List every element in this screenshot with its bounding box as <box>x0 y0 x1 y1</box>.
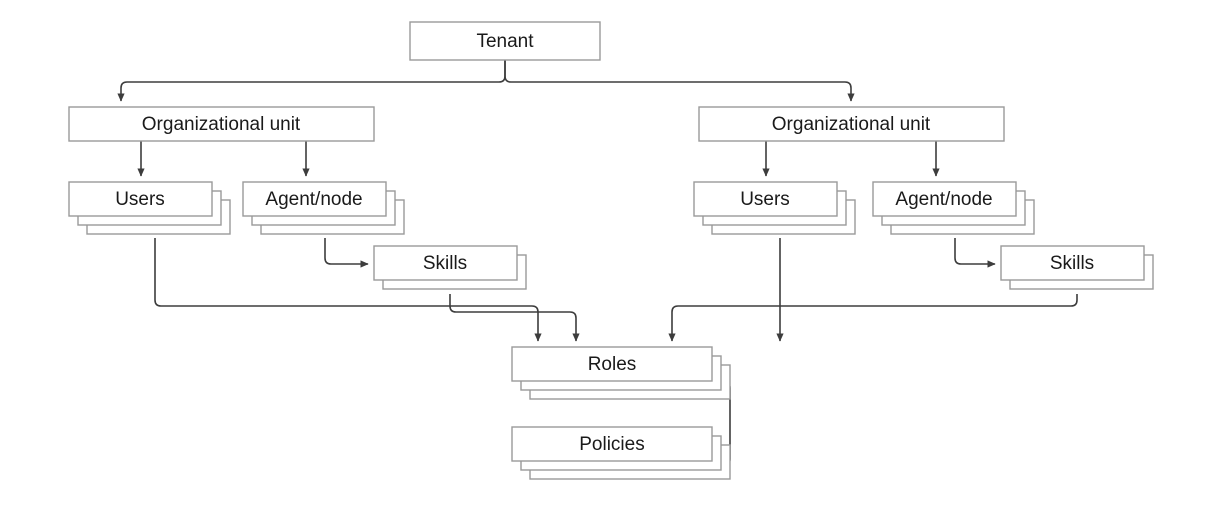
ou-left-label: Organizational unit <box>142 114 301 135</box>
node-ou-right[interactable]: Organizational unit <box>698 106 1005 142</box>
node-skills-right[interactable]: Skills <box>1000 245 1154 290</box>
edge-agent-right-to-skills-right <box>954 238 996 268</box>
node-ou-left[interactable]: Organizational unit <box>68 106 375 142</box>
roles-label: Roles <box>588 354 637 375</box>
ou-left-box <box>68 106 375 142</box>
edge-users-left-to-roles <box>154 238 542 342</box>
node-skills-left[interactable]: Skills <box>373 245 527 290</box>
node-agent-right[interactable]: Agent/node <box>872 181 1035 235</box>
users-left-box <box>68 181 213 217</box>
node-policies[interactable]: Policies <box>511 426 731 480</box>
policies-label: Policies <box>579 434 644 455</box>
edge-agent-left-to-skills-left <box>324 238 369 268</box>
skills-right-box <box>1000 245 1145 281</box>
users-right-label: Users <box>740 189 790 210</box>
agent-right-label: Agent/node <box>895 189 992 210</box>
users-right-box <box>693 181 838 217</box>
edge-skills-right-to-roles <box>668 294 1078 342</box>
node-agent-left[interactable]: Agent/node <box>242 181 405 235</box>
edge-tenant-to-ou-right <box>504 60 855 102</box>
edge-tenant-to-ou-left <box>117 60 506 102</box>
node-users-left[interactable]: Users <box>68 181 231 235</box>
edge-skills-left-to-roles <box>449 294 580 342</box>
tenant-box <box>409 21 601 61</box>
node-roles[interactable]: Roles <box>511 346 731 400</box>
node-tenant[interactable]: Tenant <box>409 21 601 61</box>
roles-box <box>511 346 713 382</box>
skills-left-label: Skills <box>423 253 467 274</box>
agent-left-label: Agent/node <box>265 189 362 210</box>
ou-right-label: Organizational unit <box>772 114 931 135</box>
agent-right-box <box>872 181 1017 217</box>
ou-right-box <box>698 106 1005 142</box>
tenant-label: Tenant <box>476 31 534 52</box>
agent-left-box <box>242 181 387 217</box>
skills-left-box <box>373 245 518 281</box>
users-left-label: Users <box>115 189 165 210</box>
policies-box <box>511 426 713 462</box>
node-users-right[interactable]: Users <box>693 181 856 235</box>
skills-right-label: Skills <box>1050 253 1094 274</box>
